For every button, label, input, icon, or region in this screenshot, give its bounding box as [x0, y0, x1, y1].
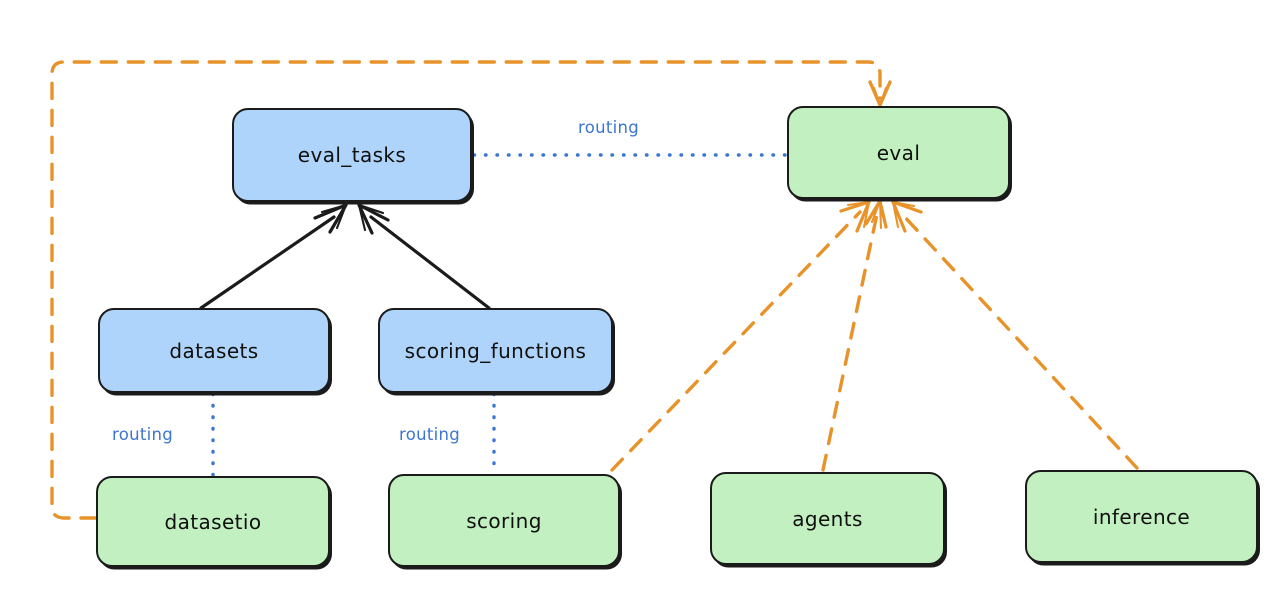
node-label: datasets [169, 338, 259, 363]
edge-inference-to-eval [891, 200, 1139, 470]
node-label: scoring_functions [404, 338, 587, 363]
node-label: eval [876, 140, 921, 165]
edge-label-routing-datasets-datasetio: routing [112, 425, 174, 444]
node-datasetio[interactable]: datasetio [96, 476, 330, 567]
edge-label-routing-eval-tasks-eval: routing [578, 118, 640, 137]
node-eval-tasks[interactable]: eval_tasks [232, 108, 472, 202]
node-eval[interactable]: eval [787, 106, 1010, 199]
edge-agents-to-eval [821, 199, 888, 472]
node-label: agents [792, 506, 863, 531]
edge-scoring-to-eval [610, 200, 871, 472]
node-scoring[interactable]: scoring [388, 474, 620, 567]
edge-datasets-to-eval_tasks [199, 203, 348, 310]
node-scoring-functions[interactable]: scoring_functions [378, 308, 613, 393]
node-agents[interactable]: agents [710, 472, 945, 565]
node-label: datasetio [164, 509, 262, 534]
node-label: scoring [466, 508, 542, 533]
node-label: inference [1092, 504, 1191, 529]
edge-datasetio-to-eval [50, 60, 892, 520]
edge-scoring_functions-to-eval_tasks [357, 203, 491, 310]
node-inference[interactable]: inference [1025, 470, 1258, 563]
edge-label-routing-scoring-functions-scoring: routing [399, 425, 461, 444]
node-datasets[interactable]: datasets [98, 308, 330, 393]
node-label: eval_tasks [297, 143, 407, 167]
